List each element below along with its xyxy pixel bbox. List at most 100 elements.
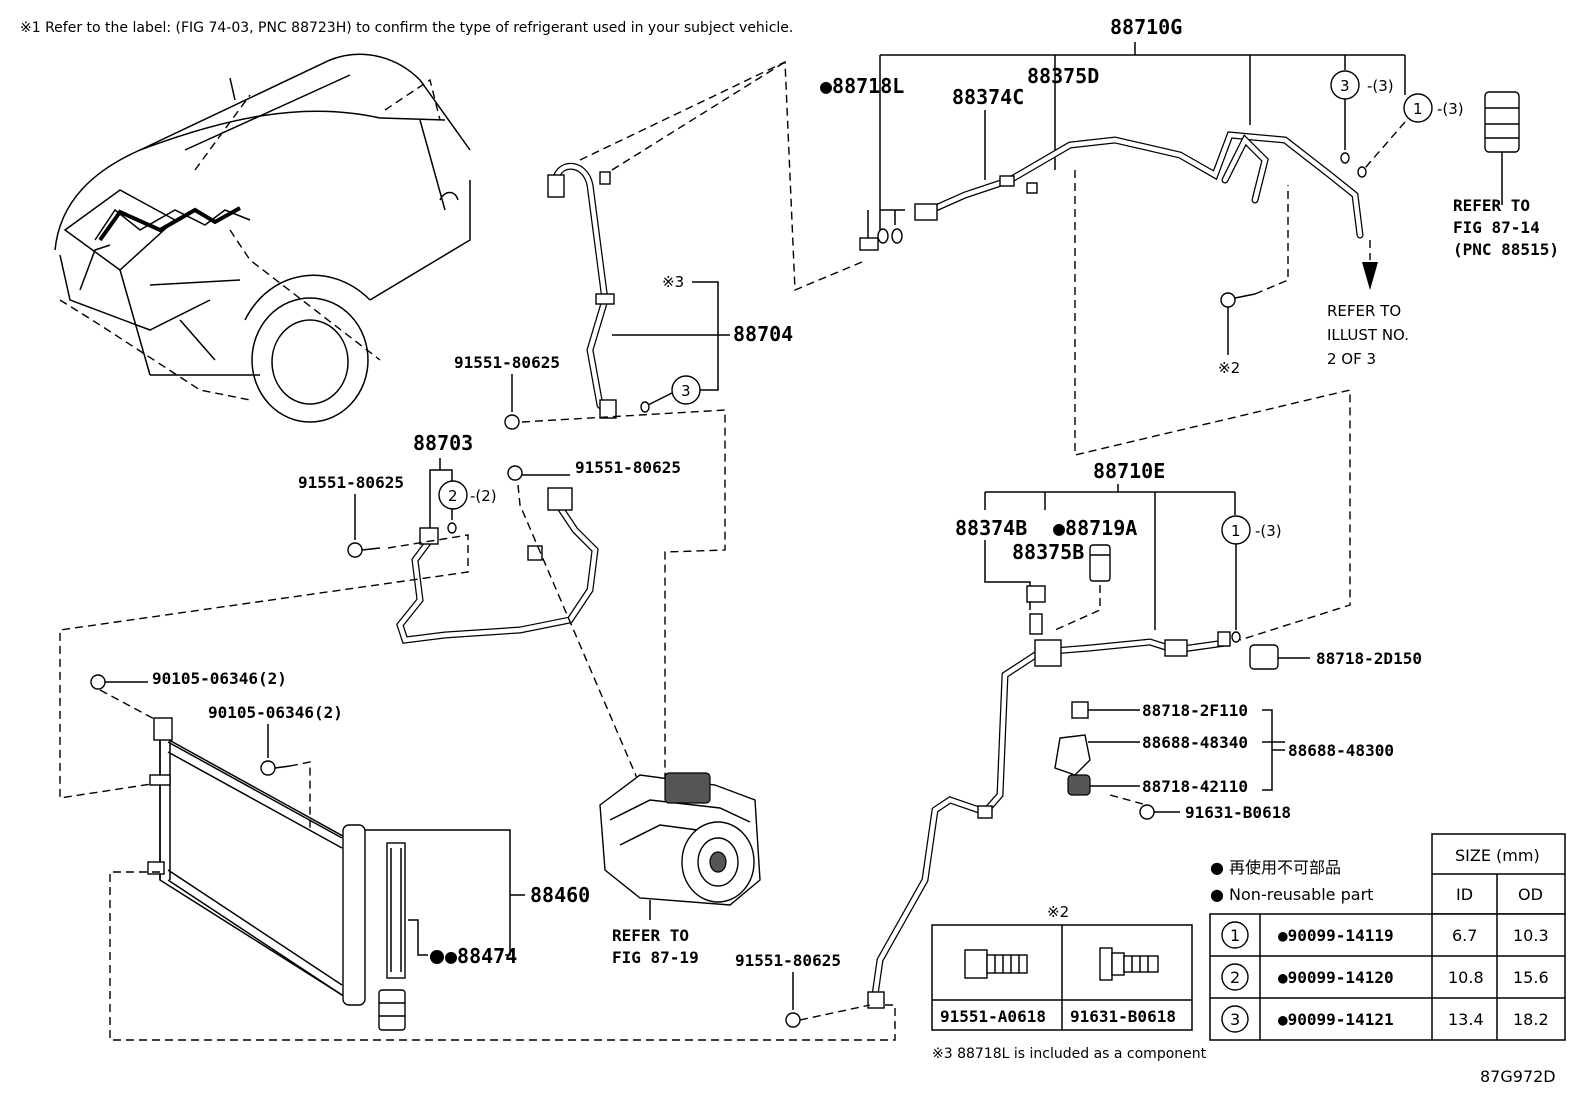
size-row-2-od: 15.6 [1513, 968, 1549, 987]
callout-88460: 88460 [530, 883, 590, 907]
callout-88703: 88703 [413, 431, 473, 455]
condenser-bracket-icon [147, 861, 165, 875]
part-88710G-group: 88710G ●88718L 88374C 88375D 3 -(3) 1 -(… [820, 15, 1559, 641]
size-table-header: SIZE (mm) [1455, 846, 1540, 865]
size-row-3-id: 13.4 [1448, 1010, 1484, 1029]
callout-bolt-91551-d: 91551-80625 [735, 951, 841, 970]
bolt-table-cell-2: 91631-B0618 [1070, 1007, 1176, 1026]
pipe-fitting-icon [1217, 631, 1231, 647]
service-port-icon [1029, 613, 1043, 635]
refrigerant-note: ※1 Refer to the label: (FIG 74-03, PNC 8… [20, 20, 793, 36]
clamp-88718-42110-icon [1067, 774, 1091, 796]
callout-88374C: 88374C [952, 85, 1024, 109]
callout-88718-42110: 88718-42110 [1142, 777, 1248, 796]
callout-88710E: 88710E [1093, 459, 1165, 483]
compressor-illustration: REFER TO FIG 87-19 [599, 772, 761, 967]
size-row-3: 3 ●90099-14121 13.4 18.2 [1221, 1005, 1549, 1033]
callout-88375B: 88375B [1012, 540, 1084, 564]
size-row-3-od: 18.2 [1513, 1010, 1549, 1029]
vehicle-illustration [54, 53, 471, 423]
callout-88688-48300: 88688-48300 [1288, 741, 1394, 760]
refer-illust-line3: 2 OF 3 [1327, 350, 1376, 368]
cap-plug-icon [378, 989, 406, 1031]
condenser-bracket-icon [149, 774, 171, 786]
hose-end-icon [914, 203, 938, 221]
note-x2-top: ※2 [1218, 359, 1240, 377]
hose-fitting-icon [599, 399, 617, 419]
note-x3-footer: ※3 88718L is included as a component [932, 1046, 1207, 1062]
clamp-88718-2F110-icon [1071, 701, 1089, 719]
size-row-1-part: ●90099-14119 [1278, 926, 1394, 945]
callout-88718-2D150: 88718-2D150 [1316, 649, 1422, 668]
callout-88474: ●88474 [445, 944, 517, 968]
o-ring-icon [1340, 152, 1350, 164]
hose-fitting-icon [547, 174, 565, 198]
flange-bolt-icon [964, 949, 1028, 979]
washer-bolt-icon [1099, 947, 1159, 981]
callout-88688-48340: 88688-48340 [1142, 733, 1248, 752]
refer-fig-87-14-line2: FIG 87-14 [1453, 218, 1540, 237]
legend-en: ● Non-reusable part [1210, 885, 1373, 904]
callout-88710G: 88710G [1110, 15, 1182, 39]
pipe-fitting-icon [867, 991, 885, 1009]
size-table-col-od: OD [1518, 885, 1543, 904]
size-row-3-n: 3 [1230, 1010, 1240, 1029]
o-ring-icon [1231, 631, 1241, 643]
condenser-bracket-icon [153, 717, 173, 741]
size-row-2-n: 2 [1230, 968, 1240, 987]
circle-callout-3-top-qty: -(3) [1367, 77, 1394, 95]
part-88703-group: 88703 2 -(2) 91551-80625 91551-80625 [59, 431, 681, 799]
callout-91631-B0618: 91631-B0618 [1185, 803, 1291, 822]
size-row-2-id: 10.8 [1448, 968, 1484, 987]
leader-88710g-group [579, 60, 863, 292]
bolt-icon [347, 542, 363, 558]
bolt-icon [260, 760, 276, 776]
valve-core-icon [999, 175, 1015, 187]
callout-88718-2F110: 88718-2F110 [1142, 701, 1248, 720]
circle-callout-1-mid-label: 1 [1231, 522, 1241, 540]
receiver-cylinder-icon [1484, 91, 1520, 153]
clip-88718L-icon [859, 237, 879, 251]
pipe-joint-icon [1164, 639, 1188, 657]
circle-callout-1-mid-qty: -(3) [1255, 522, 1282, 540]
refer-illust-line1: REFER TO [1327, 302, 1401, 320]
size-row-1: 1 ●90099-14119 6.7 10.3 [1221, 921, 1549, 949]
refer-fig-87-19-line2: FIG 87-19 [612, 948, 699, 967]
circle-callout-3-mid [671, 375, 701, 405]
diagram-code: 87G972D [1480, 1067, 1556, 1086]
circle-callout-2-qty: -(2) [470, 487, 497, 505]
callout-88375D: 88375D [1027, 64, 1099, 88]
size-row-2-part: ●90099-14120 [1278, 968, 1394, 987]
callout-88704: 88704 [733, 322, 793, 346]
size-row-1-od: 10.3 [1513, 926, 1549, 945]
callout-bolt-91551-b: 91551-80625 [298, 473, 404, 492]
cap-88374B-icon [1026, 585, 1046, 603]
part-88710E-group: 88710E 88374B ●88719A 88375B 1 -(3) 8871… [735, 459, 1422, 1028]
circle-callout-2 [438, 480, 468, 510]
pipe-clamp-icon [977, 805, 993, 819]
o-ring-icon [640, 401, 650, 413]
size-row-1-id: 6.7 [1452, 926, 1477, 945]
circle-callout-3-mid-label: 3 [681, 382, 691, 400]
refer-fig-87-19-line1: REFER TO [612, 926, 689, 945]
refer-illust-line2: ILLUST NO. [1327, 326, 1409, 344]
size-row-2: 2 ●90099-14120 10.8 15.6 [1221, 963, 1549, 991]
bolt-icon [504, 414, 520, 430]
bolt-icon [1139, 804, 1155, 820]
circle-callout-2-label: 2 [448, 487, 458, 505]
callout-bolt-90105-b: 90105-06346(2) [208, 703, 343, 722]
cap-88718-2D150-icon [1249, 644, 1279, 670]
pipe-fitting-icon [547, 487, 573, 511]
service-valve-block-icon [1034, 639, 1062, 667]
bolt-icon [1220, 292, 1236, 308]
callout-bolt-91551-c: 91551-80625 [575, 458, 681, 477]
size-table-col-id: ID [1456, 885, 1473, 904]
bolt-icon [785, 1012, 801, 1028]
callout-88374B: 88374B [955, 516, 1027, 540]
o-ring-icon [877, 228, 889, 244]
callout-bolt-90105-a: 90105-06346(2) [152, 669, 287, 688]
circle-callout-1-top-label: 1 [1413, 100, 1423, 118]
size-row-1-n: 1 [1230, 926, 1240, 945]
legend-jp: ● 再使用不可部品 [1210, 858, 1341, 877]
